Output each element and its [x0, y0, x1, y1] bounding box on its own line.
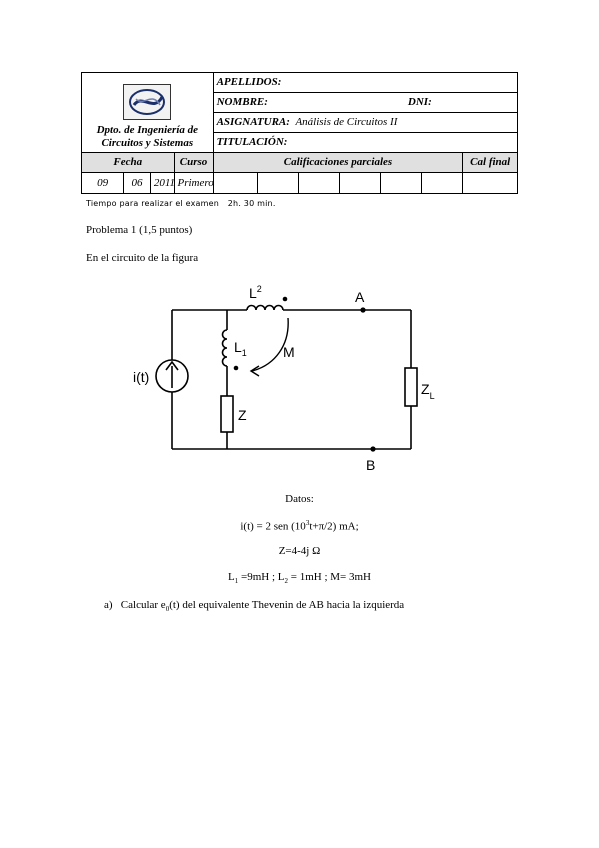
nombre-label: NOMBRE: — [216, 96, 268, 108]
exam-header-table: Dpto. de Ingeniería de Circuitos y Siste… — [80, 72, 519, 194]
department-line-2: Circuitos y Sistemas — [101, 137, 194, 149]
problem-intro: En el circuito de la figura — [86, 252, 199, 264]
grade-cell — [421, 172, 464, 194]
l1-polarity-dot — [233, 365, 239, 371]
impedance-z-icon — [220, 395, 234, 433]
l1-subscript: 1 — [234, 577, 239, 586]
asignatura-field: ASIGNATURA: Análisis de Circuitos II — [212, 112, 519, 133]
node-a-dot — [360, 307, 366, 313]
l2-symbol: L — [277, 571, 285, 583]
asignatura-label: ASIGNATURA: — [216, 116, 290, 128]
department-cell: Dpto. de Ingeniería de Circuitos y Siste… — [81, 72, 214, 153]
impedance-zl-icon — [404, 367, 418, 407]
datos-current: i(t) = 2 sen (103t+π/2) mA; — [0, 519, 599, 533]
university-logo — [123, 84, 172, 120]
question-a: a) Calcular e0(t) del equivalente Theven… — [104, 599, 404, 613]
mutual-inductance-arrow-icon — [249, 317, 289, 377]
fecha-header: Fecha — [81, 152, 175, 173]
exam-time-label: Tiempo para realizar el examen — [86, 199, 220, 208]
asignatura-value: Análisis de Circuitos II — [295, 116, 398, 128]
z-label: Z — [238, 407, 247, 423]
node-b-dot — [370, 446, 376, 452]
source-label: i(t) — [133, 369, 149, 385]
dni-label: DNI: — [407, 96, 432, 108]
calificaciones-header: Calificaciones parciales — [212, 152, 464, 173]
inductor-l1-icon — [221, 329, 228, 367]
department-name: Dpto. de Ingeniería de Circuitos y Siste… — [84, 124, 211, 150]
zl-label: ZL — [421, 381, 435, 401]
current-exponent: 3 — [305, 519, 310, 527]
question-text-end: (t) del equivalente Thevenin de AB hacia… — [169, 599, 405, 611]
department-line-1: Dpto. de Ingeniería de — [96, 124, 199, 136]
current-source-icon — [155, 359, 189, 393]
nombre-field: NOMBRE: DNI: — [212, 92, 519, 113]
date-day: 09 — [80, 172, 125, 194]
grade-cell — [212, 172, 258, 194]
datos-impedance: Z=4-4j Ω — [278, 545, 321, 557]
final-grade-cell — [462, 172, 518, 194]
question-marker: a) — [104, 599, 113, 611]
mutual-label: M — [283, 344, 295, 360]
exam-time-value: 2h. 30 min. — [227, 199, 276, 208]
current-expression-end: t+π/2) mA; — [309, 520, 359, 533]
titulacion-label: TITULACIÓN: — [216, 136, 288, 148]
date-month: 06 — [123, 172, 151, 194]
node-b-label: B — [366, 457, 375, 473]
curso-header: Curso — [173, 152, 214, 173]
curso-value: Primero — [173, 172, 214, 194]
l2-value: = 1mH ; M= 3mH — [287, 571, 371, 583]
datos-inductances: L1 =9mH ; L2 = 1mH ; M= 3mH — [0, 571, 599, 585]
inductor-l2-icon — [246, 304, 284, 311]
apellidos-label: APELLIDOS: — [216, 76, 282, 88]
datos-title: Datos: — [285, 493, 314, 505]
question-subscript: 0 — [165, 605, 170, 614]
l1-value: =9mH ; — [238, 571, 278, 583]
l1-label: L1 — [234, 339, 247, 358]
date-year: 2011 — [149, 172, 175, 194]
question-text: Calcular e — [120, 599, 166, 611]
node-a-label: A — [355, 289, 365, 305]
l1-symbol: L — [228, 571, 235, 583]
l2-label: L2 — [249, 284, 262, 301]
cal-final-header: Cal final — [462, 152, 518, 173]
current-expression: i(t) = 2 sen (10 — [240, 520, 306, 533]
problem-title: Problema 1 (1,5 puntos) — [86, 224, 193, 236]
l2-subscript: 2 — [284, 577, 288, 586]
exam-time-note: Tiempo para realizar el examen 2h. 30 mi… — [86, 199, 276, 208]
l2-polarity-dot — [282, 296, 288, 302]
